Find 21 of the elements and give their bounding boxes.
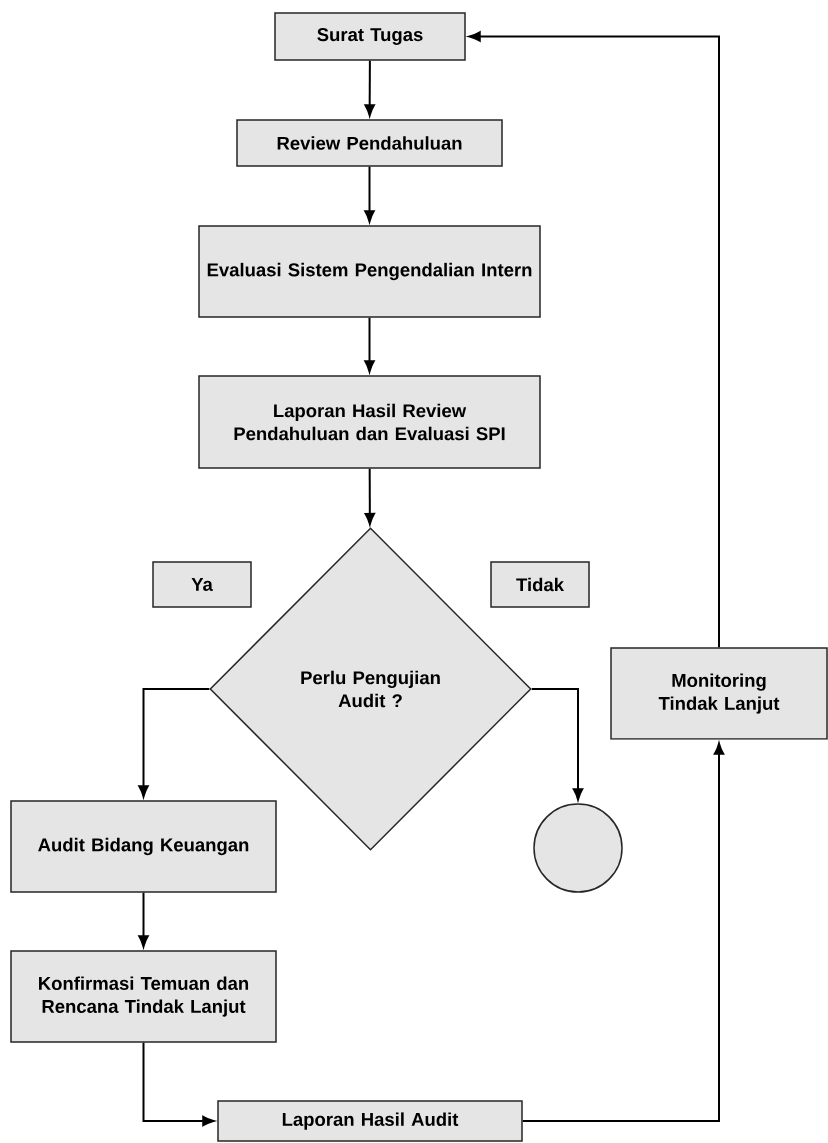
process-box: Ya — [152, 561, 252, 608]
arrow — [521, 742, 725, 1122]
arrow — [364, 467, 376, 525]
arrow — [468, 31, 720, 649]
arrow — [530, 688, 584, 801]
arrow — [142, 1041, 215, 1127]
end-circle — [533, 803, 623, 893]
arrow — [364, 165, 375, 223]
process-box: Evaluasi Sistem Pengendalian Intern — [198, 225, 541, 318]
process-box: Laporan Hasil Audit — [217, 1100, 523, 1142]
process-box: Surat Tugas — [274, 12, 466, 61]
process-box: Monitoring Tindak Lanjut — [610, 647, 828, 740]
process-box: Audit Bidang Keuangan — [10, 800, 277, 893]
arrow — [138, 891, 149, 948]
arrow — [364, 316, 375, 373]
process-box: Review Pendahuluan — [236, 119, 503, 167]
process-box: Laporan Hasil Review Pendahuluan dan Evaluasi SPI — [198, 375, 541, 469]
process-box: Konfirmasi Temuan dan Rencana Tindak Lanjut — [10, 950, 277, 1043]
arrow — [364, 59, 375, 117]
arrow — [138, 688, 211, 798]
process-box: Tidak — [490, 561, 590, 608]
